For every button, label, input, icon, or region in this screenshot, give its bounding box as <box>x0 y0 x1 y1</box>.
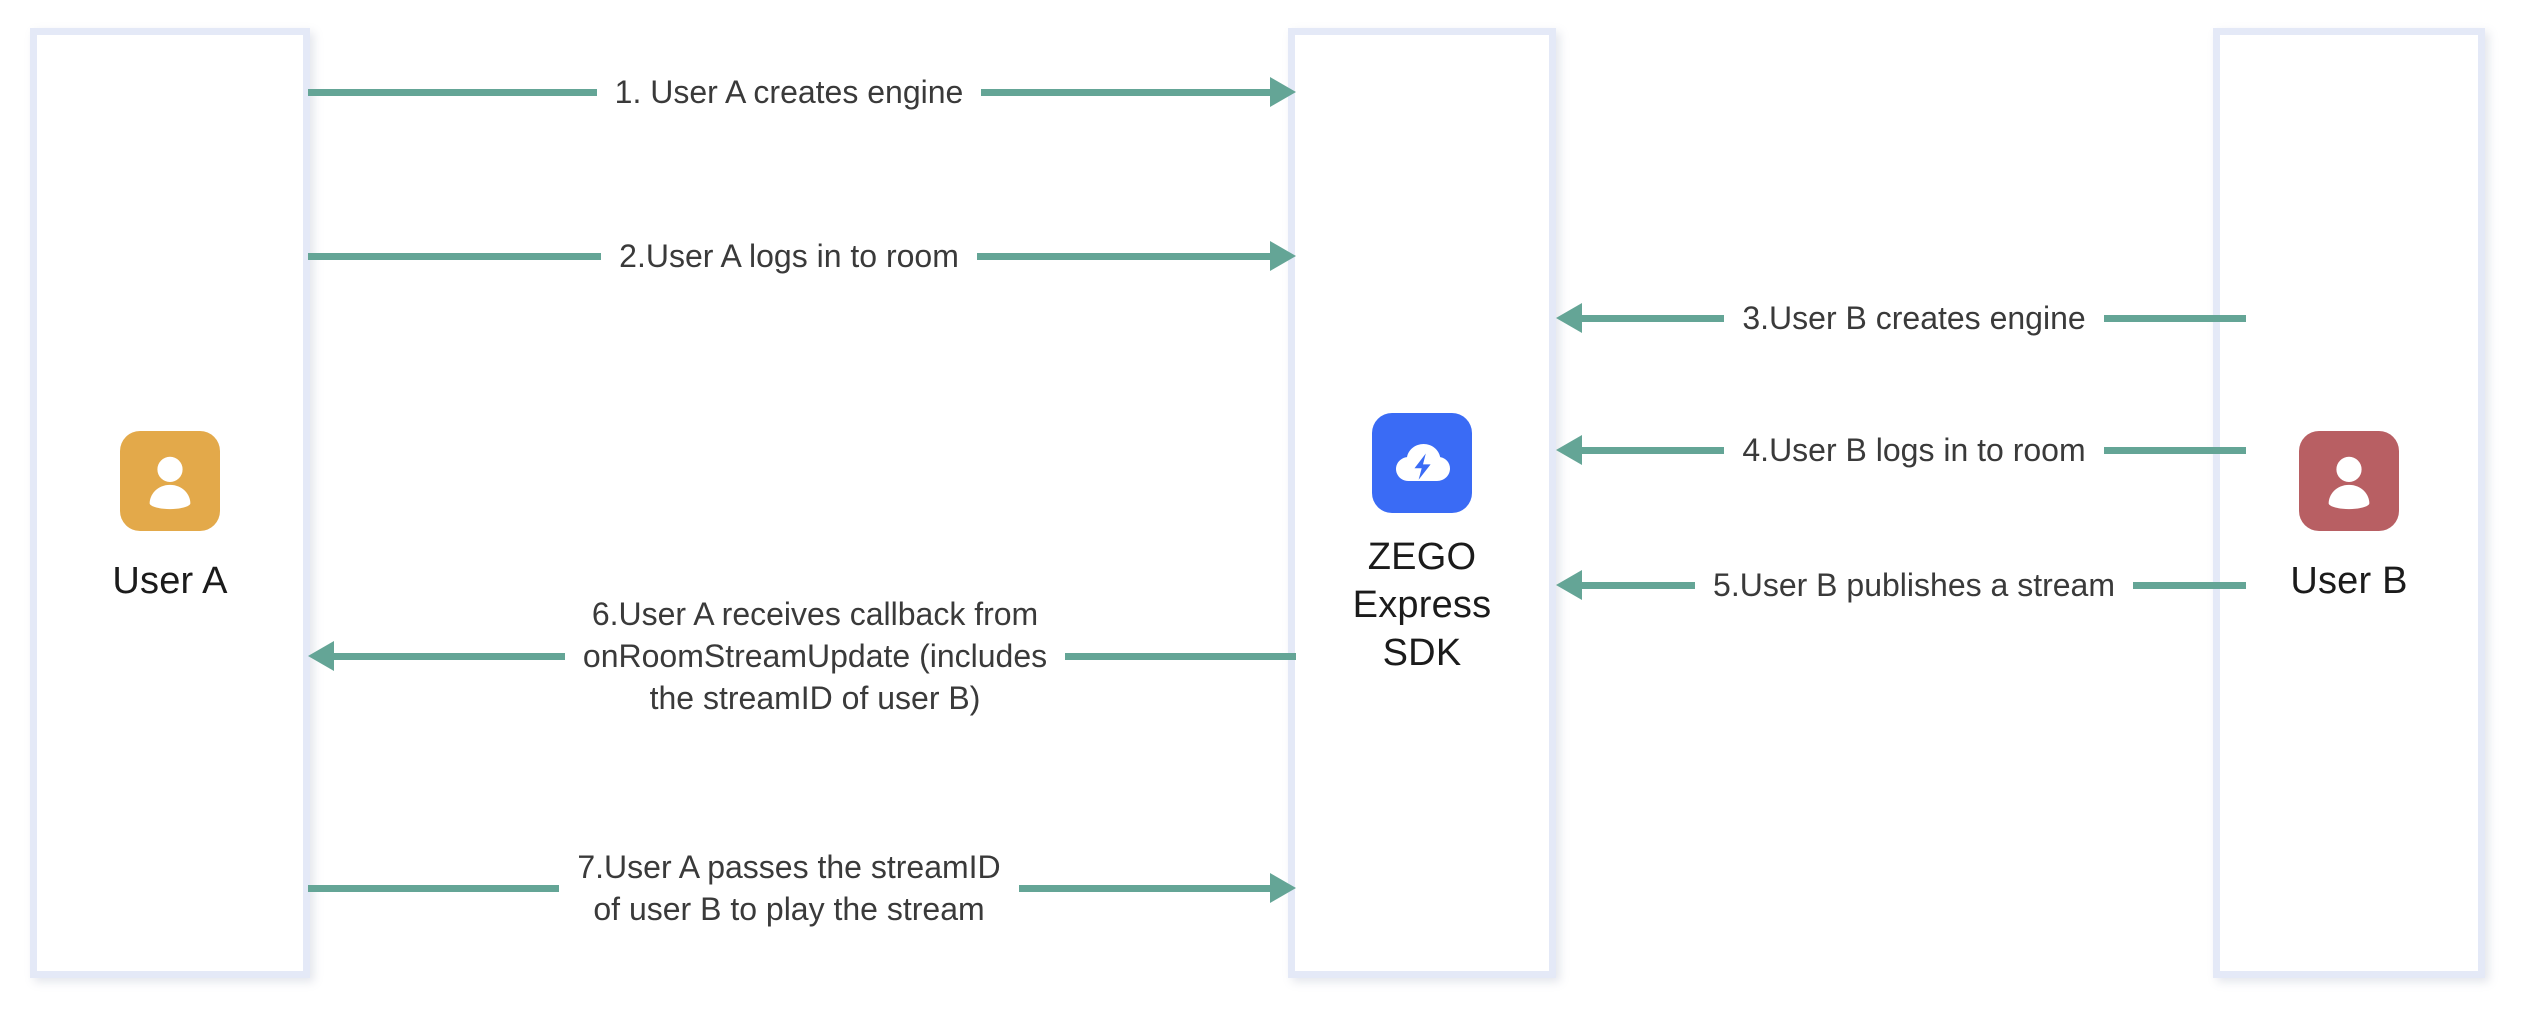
person-icon <box>120 431 220 531</box>
lifeline-user-a: User A <box>30 28 310 978</box>
message-6-line-left <box>334 652 565 660</box>
actor-user-b: User B <box>2220 431 2478 605</box>
message-1-label: 1. User A creates engine <box>614 74 964 110</box>
message-7-label: 7.User A passes the streamID of user B t… <box>577 849 1001 927</box>
actor-label-zego-express-sdk: ZEGO Express SDK <box>1352 536 1492 674</box>
lifeline-user-b: User B <box>2213 28 2485 978</box>
actor-zego-express-sdk: ZEGO Express SDK <box>1295 413 1549 677</box>
message-5-line-left <box>1582 581 1696 589</box>
arrow-head-left-icon <box>308 641 334 671</box>
message-4-label: 4.User B logs in to room <box>1742 432 2086 468</box>
arrow-head-right-icon <box>1270 241 1296 271</box>
arrow-head-left-icon <box>1556 570 1582 600</box>
arrow-head-left-icon <box>1556 435 1582 465</box>
person-icon <box>2299 431 2399 531</box>
arrow-head-right-icon <box>1270 77 1296 107</box>
zego-cloud-lightning-icon <box>1372 413 1472 513</box>
message-2-label: 2.User A logs in to room <box>619 238 959 274</box>
message-6-label: 6.User A receives callback from onRoomSt… <box>582 596 1048 716</box>
actor-label-user-b: User B <box>2290 560 2408 602</box>
arrow-head-left-icon <box>1556 303 1582 333</box>
message-2-line-left <box>308 252 602 260</box>
message-3-label: 3.User B creates engine <box>1742 300 2086 336</box>
message-5-line-right <box>2132 581 2247 589</box>
actor-user-a: User A <box>37 431 303 605</box>
actor-label-user-a: User A <box>112 560 228 602</box>
message-6-line-right <box>1065 652 1297 660</box>
message-3-line-right <box>2103 314 2247 322</box>
message-1-line-left <box>308 88 597 96</box>
message-4-line-left <box>1582 446 1725 454</box>
message-4-line-right <box>2103 446 2246 454</box>
message-3-line-left <box>1582 314 1725 322</box>
arrow-head-right-icon <box>1270 873 1297 903</box>
message-1-line-right <box>981 88 1270 96</box>
message-2-line-right <box>976 252 1270 260</box>
message-7-line-right <box>1018 884 1271 892</box>
message-7-line-left <box>308 884 560 892</box>
lifeline-zego-express-sdk: ZEGO Express SDK <box>1288 28 1556 978</box>
message-5-label: 5.User B publishes a stream <box>1713 567 2115 603</box>
